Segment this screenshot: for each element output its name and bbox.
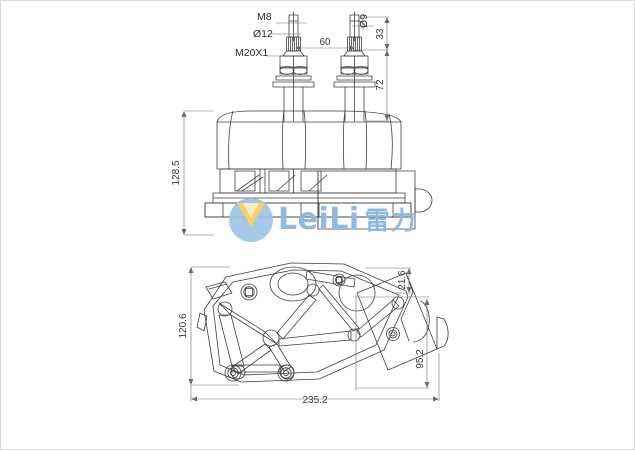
dimension-text-33: 33 <box>375 28 386 40</box>
label-diameter-12: Ø12 <box>253 28 273 40</box>
dimension-120-6 <box>188 266 240 386</box>
dimension-text-72: 72 <box>375 79 386 91</box>
linkage-pivot-bosses <box>224 266 400 382</box>
gearbox-inner-body <box>219 168 397 194</box>
terminal-post-right <box>333 11 376 122</box>
label-m20x1: M20X1 <box>235 47 268 59</box>
dimension-text-21-6: 21.6 <box>397 270 408 290</box>
dimension-text-235-2: 235.2 <box>302 395 327 406</box>
motor-housing <box>317 170 433 230</box>
dimension-95-2 <box>355 294 430 391</box>
dimension-60 <box>295 45 355 51</box>
terminal-post-left <box>272 11 315 122</box>
label-leaders-top <box>266 20 374 57</box>
dimension-text-95-2: 95.2 <box>415 349 426 369</box>
dimension-text-120-6: 120.6 <box>178 313 189 338</box>
dimension-128-5 <box>181 110 214 236</box>
linkage-truss-bars <box>217 270 405 380</box>
label-m8: M8 <box>257 11 272 23</box>
mounting-flange <box>204 192 412 218</box>
dimension-text-128-5: 128.5 <box>171 160 182 185</box>
label-diameter-9: Ø9 <box>358 14 370 28</box>
gearbox-cover <box>216 110 402 170</box>
dimension-21-6 <box>364 267 412 294</box>
dimension-33-72 <box>352 16 390 122</box>
dimension-235-2 <box>190 352 440 402</box>
dimension-text-60: 60 <box>319 37 331 48</box>
linkage-connector-arm <box>196 281 233 332</box>
motor-can-plan <box>356 272 449 371</box>
linkage-plate-outline <box>203 262 409 383</box>
